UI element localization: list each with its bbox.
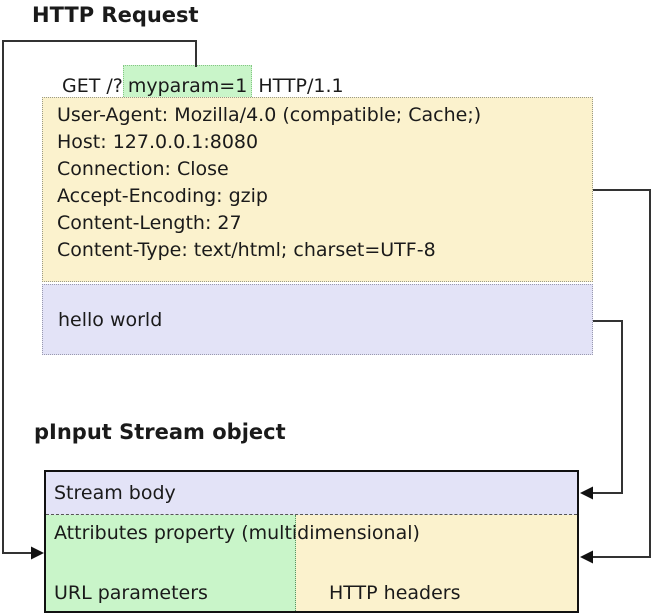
url-parameters-label: URL parameters bbox=[54, 582, 208, 604]
header-line: Host: 127.0.0.1:8080 bbox=[57, 131, 259, 153]
http-headers-box: User-Agent: Mozilla/4.0 (compatible; Cac… bbox=[42, 97, 593, 282]
stream-body-row: Stream body bbox=[46, 472, 577, 515]
header-line: Accept-Encoding: gzip bbox=[57, 185, 268, 207]
request-line-suffix: HTTP/1.1 bbox=[252, 75, 344, 97]
pinput-stream-title: pInput Stream object bbox=[34, 420, 286, 444]
request-line-prefix: GET /? bbox=[62, 75, 123, 97]
header-line: Content-Length: 27 bbox=[57, 212, 242, 234]
arrowhead-right-icon bbox=[31, 546, 44, 560]
http-headers-cell: HTTP headers bbox=[296, 515, 577, 611]
http-body-box: hello world bbox=[42, 284, 593, 355]
connector-headers-line bbox=[592, 189, 651, 558]
http-body-text: hello world bbox=[58, 308, 163, 331]
attributes-property-label: Attributes property (multidimensional) bbox=[54, 522, 420, 544]
arrowhead-left-icon bbox=[580, 550, 593, 564]
url-param-highlight: myparam=1 bbox=[122, 65, 253, 99]
arrowhead-left-icon bbox=[580, 486, 593, 500]
request-line: GET /?myparam=1 HTTP/1.1 bbox=[62, 65, 344, 99]
stream-object-box: Stream body Attributes property (multidi… bbox=[44, 470, 579, 613]
http-request-title: HTTP Request bbox=[32, 3, 199, 27]
header-line: Connection: Close bbox=[57, 158, 229, 180]
stream-body-label: Stream body bbox=[54, 482, 176, 504]
header-line: Content-Type: text/html; charset=UTF-8 bbox=[57, 239, 436, 261]
header-line: User-Agent: Mozilla/4.0 (compatible; Cac… bbox=[57, 104, 482, 126]
http-headers-label: HTTP headers bbox=[329, 582, 461, 604]
connector-body-line bbox=[592, 320, 623, 494]
attributes-row: Attributes property (multidimensional) U… bbox=[46, 515, 577, 611]
